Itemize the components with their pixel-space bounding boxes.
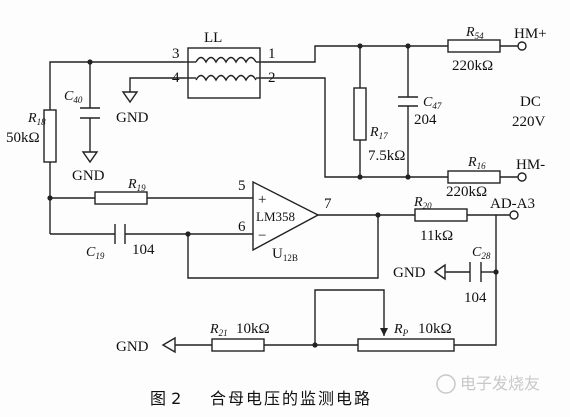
c19-ref: C19 [86,245,105,261]
pin-1-label: 1 [268,46,276,62]
resistor-r18 [43,109,57,163]
terminal-ad-a3 [509,210,519,220]
opamp-ref: U12B [272,246,298,263]
dc-label: DC [520,94,541,110]
c28-ref: C28 [472,245,491,261]
gnd-icon [433,263,446,281]
capacitor-c28 [469,262,482,282]
resistors [43,39,501,352]
capacitors [80,96,482,282]
r54-ref: R54 [465,25,484,41]
r20-value: 11kΩ [420,228,453,244]
transformer-label: LL [204,30,222,46]
opamp-part-label: LM358 [256,209,295,224]
resistor-r17 [353,87,367,141]
gnd-icon [81,151,99,164]
opamp-pin-7: 7 [324,196,332,212]
resistor-r16 [447,170,501,184]
terminal-hm-plus [517,41,527,51]
r16-value: 220kΩ [446,184,487,200]
watermark-logo-icon [436,374,456,394]
pin-4-label: 4 [172,70,180,86]
gnd-icon [161,336,176,354]
r21-value: 10kΩ [236,321,270,337]
opamp-pin-5: 5 [238,178,246,194]
c40-ref: C40 [64,89,83,105]
ground-symbols [81,91,446,354]
opamp-lm358 [252,180,320,252]
terminal-hm-minus [517,172,527,182]
gnd-label-c28: GND [393,265,426,281]
c19-value: 104 [132,242,155,258]
hm-minus-label: HM- [516,157,545,173]
capacitor-c19 [114,224,126,244]
gnd-label-transformer: GND [116,110,149,126]
capacitor-c40 [80,107,100,119]
r20-ref: R20 [413,195,432,211]
figure-number: 图 2 [150,389,181,408]
wires [49,45,518,346]
resistor-r54 [447,39,501,53]
potentiometer-rp [357,338,455,352]
ad-a3-label: AD-A3 [490,196,535,212]
opamp-plus: + [258,192,266,208]
resistor-r20 [414,208,468,222]
gnd-icon [121,91,139,104]
watermark-text: 电子发烧友 [460,374,540,393]
r16-ref: R16 [467,155,486,171]
dc-voltage-label: 220V [512,114,546,130]
watermark: 电子发烧友 [436,374,540,394]
r17-ref: R17 [369,125,388,141]
figure-title: 合母电压的监测电路 [210,389,372,408]
rp-ref: RP [393,322,409,338]
wiper-arrow-icon [380,328,388,336]
r54-value: 220kΩ [452,58,493,74]
pin-3-label: 3 [172,46,180,62]
capacitor-c47 [398,96,418,107]
r18-ref: R18 [27,111,46,127]
transformer-LL [185,47,262,99]
c28-value: 104 [464,290,487,306]
hm-plus-label: HM+ [514,26,547,42]
r18-value: 50kΩ [6,130,40,146]
terminals [509,41,527,220]
opamp-pin-6: 6 [238,219,246,235]
r21-ref: R21 [209,322,228,338]
rp-value: 10kΩ [418,321,452,337]
c47-value: 204 [414,112,437,128]
r19-ref: R19 [127,177,146,193]
c47-ref: C47 [423,95,442,111]
gnd-label-r21: GND [116,339,149,355]
pin-2-label: 2 [268,70,276,86]
gnd-label-c40: GND [72,168,105,184]
junction-dots [47,43,499,348]
r17-value: 7.5kΩ [368,148,405,164]
resistor-r19 [94,191,148,205]
resistor-r21 [211,338,265,352]
opamp-minus: − [258,228,266,244]
